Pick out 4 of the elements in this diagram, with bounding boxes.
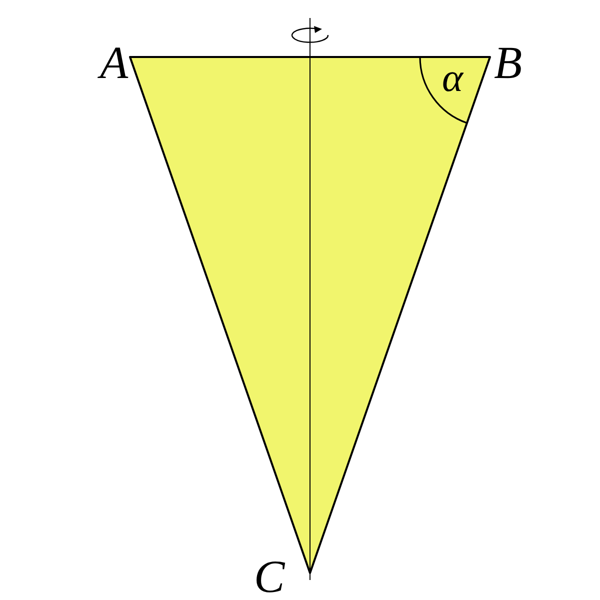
vertex-label: B [494, 40, 522, 86]
vertex-label: C [254, 554, 285, 600]
vertex-label: A [100, 40, 128, 86]
angle-label: α [442, 58, 463, 98]
